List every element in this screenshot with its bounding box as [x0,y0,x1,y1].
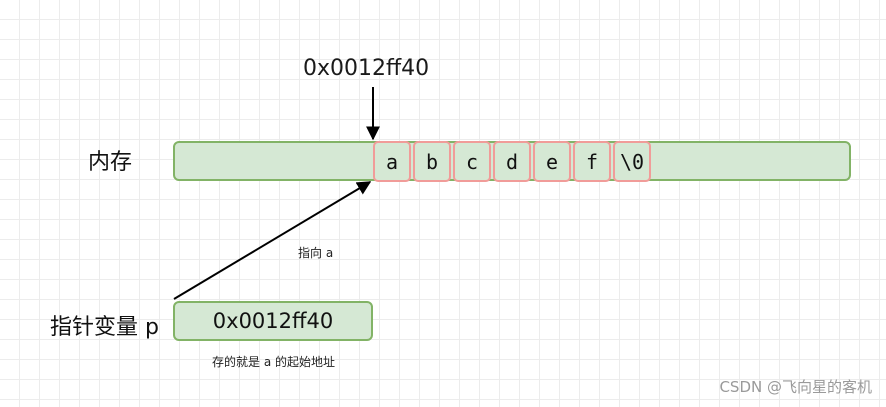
memory-label: 内存 [88,150,133,175]
memory-cell-f: f [573,141,611,182]
memory-cells: a b c d e f \0 [373,141,653,182]
pointer-arrow [173,181,372,300]
pointer-label: 指针变量 p [50,315,159,340]
watermark: CSDN @飞向星的客机 [719,378,872,396]
memory-cell-b: b [413,141,451,182]
memory-cell-c: c [453,141,491,182]
pointer-box: 0x0012ff40 [173,301,373,341]
address-label-top: 0x0012ff40 [303,56,430,81]
memory-cell-a: a [373,141,411,182]
memory-cell-e: e [533,141,571,182]
memory-cell-null: \0 [613,141,651,182]
memory-cell-d: d [493,141,531,182]
stores-address-note: 存的就是 a 的起始地址 [212,355,335,369]
points-to-note: 指向 a [298,246,334,260]
